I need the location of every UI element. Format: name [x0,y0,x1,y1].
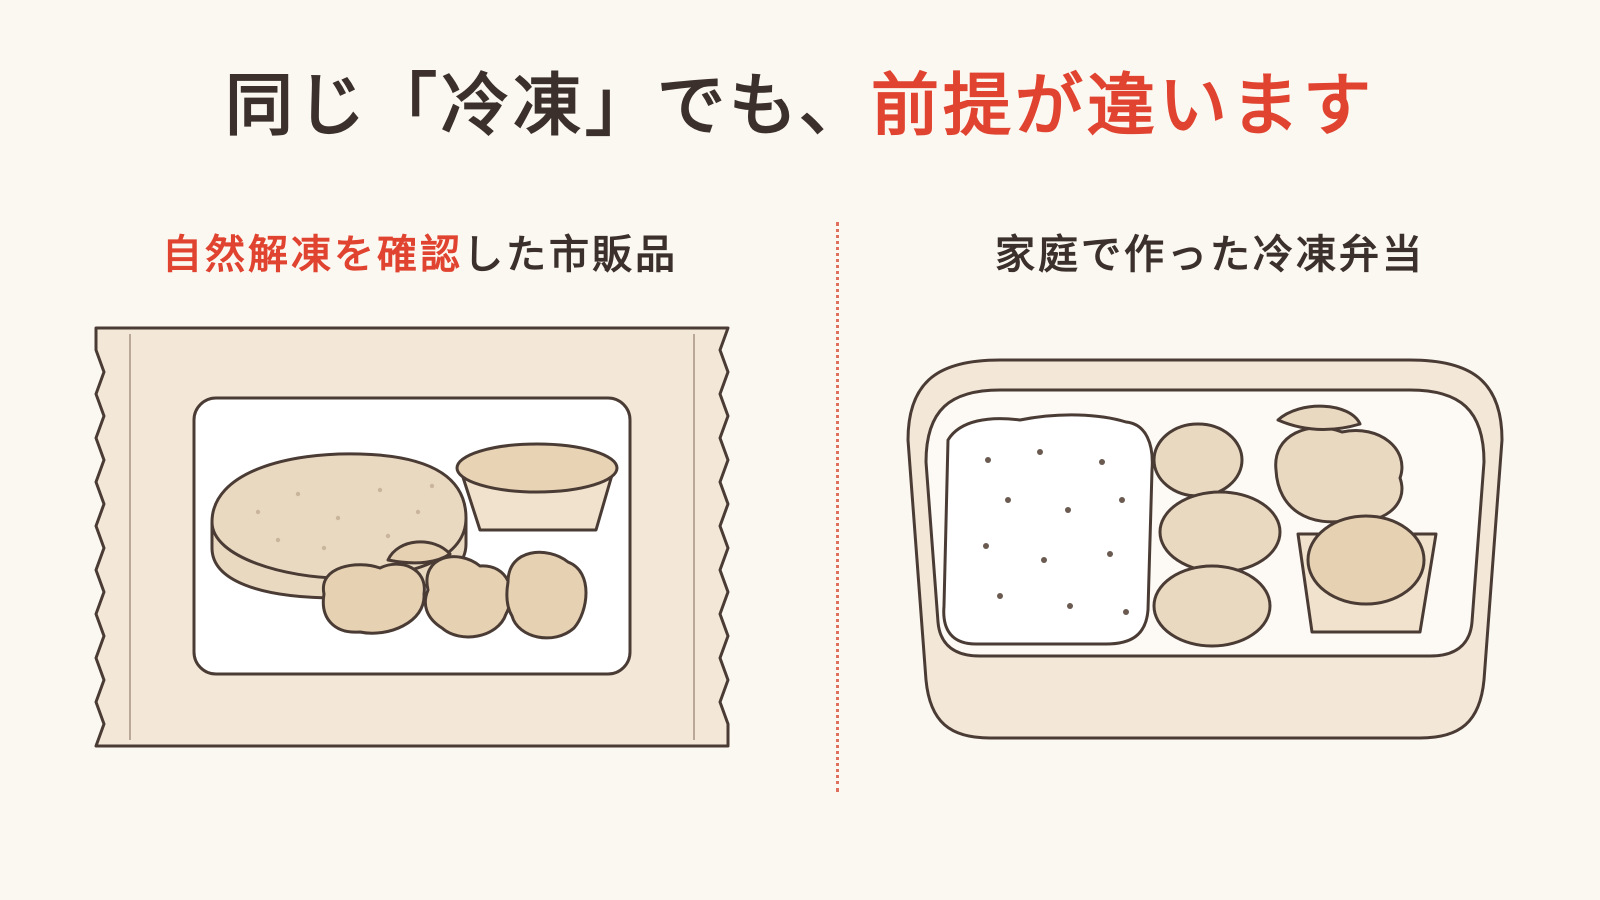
homemade-bento-heading: 家庭で作った冷凍弁当 [995,232,1425,278]
commercial-heading-rest: した市販品 [463,232,678,278]
section-divider [836,222,839,792]
fried-chicken [321,540,588,640]
rice-texture [983,449,1129,615]
homemade-bento-box-icon [906,358,1504,740]
side-dishes [1152,404,1438,648]
commercial-product-heading: 自然解凍を確認した市販品 [60,222,780,280]
page-title: 同じ「冷凍」でも、前提が違います [0,50,1600,149]
cup-dish [455,442,619,532]
commercial-heading-accent: 自然解凍を確認 [162,232,463,278]
rice [942,413,1154,646]
title-accent: 前提が違います [870,67,1375,146]
title-main: 同じ「冷凍」でも、 [225,67,871,146]
hamburg-texture [255,483,435,551]
frozen-food-package-icon [94,326,730,748]
